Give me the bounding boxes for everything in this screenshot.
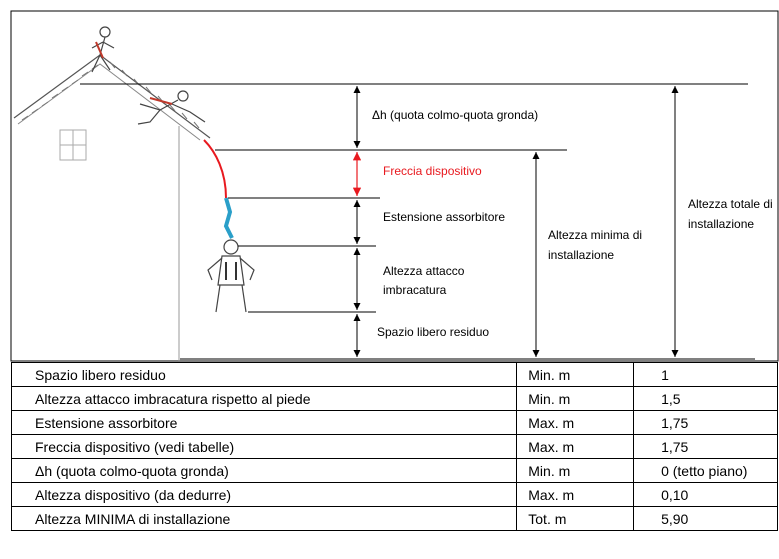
table-row: Altezza attacco imbracatura rispetto al … [10,386,778,411]
worker-on-roof-figure [91,26,115,73]
row-label: Altezza attacco imbracatura rispetto al … [10,386,518,411]
window-icon [59,129,87,161]
row-unit: Min. m [516,458,635,483]
attacco-label: Altezza attacco imbracatura [383,263,464,298]
row-label: Δh (quota colmo-quota gronda) [10,458,518,483]
row-value: 1,75 [633,410,778,435]
row-unit: Min. m [516,362,635,387]
altezza-minima-line1: Altezza minima di [548,228,643,242]
row-value: 1 [633,362,778,387]
row-label: Altezza dispositivo (da dedurre) [10,482,518,507]
shock-absorber [223,197,234,239]
altezza-totale-line2: installazione [688,217,755,232]
row-unit: Min. m [516,386,635,411]
spazio-label: Spazio libero residuo [377,325,490,339]
row-label: Altezza MINIMA di installazione [10,506,518,531]
row-unit: Max. m [516,434,635,459]
row-value: 1,75 [633,434,778,459]
attacco-label-line1: Altezza attacco [383,264,465,278]
delta-h-label: Δh (quota colmo-quota gronda) [372,108,539,122]
table-row: Freccia dispositivo (vedi tabelle)Max. m… [10,434,778,459]
lanyard-rope [203,139,227,199]
row-unit: Max. m [516,482,635,507]
row-label: Freccia dispositivo (vedi tabelle) [10,434,518,459]
row-value: 1,5 [633,386,778,411]
row-value: 0 (tetto piano) [633,458,778,483]
suspended-worker-figure [207,239,255,313]
row-unit: Max. m [516,410,635,435]
row-value: 0,10 [633,482,778,507]
row-value: 5,90 [633,506,778,531]
altezza-totale-label: Altezza totale di installazione [688,196,773,232]
estensione-label: Estensione assorbitore [383,210,506,224]
row-unit: Tot. m [516,506,635,531]
freccia-label: Freccia dispositivo [383,164,482,178]
altezza-minima-label: Altezza minima di installazione [548,227,642,263]
altezza-minima-line2: installazione [548,248,615,263]
sliding-worker-figure [137,90,206,125]
diagram-frame [10,10,779,362]
altezza-totale-line1: Altezza totale di [688,197,773,211]
row-label: Estensione assorbitore [10,410,518,435]
attacco-label-line2: imbracatura [383,283,447,298]
row-label: Spazio libero residuo [10,362,518,387]
